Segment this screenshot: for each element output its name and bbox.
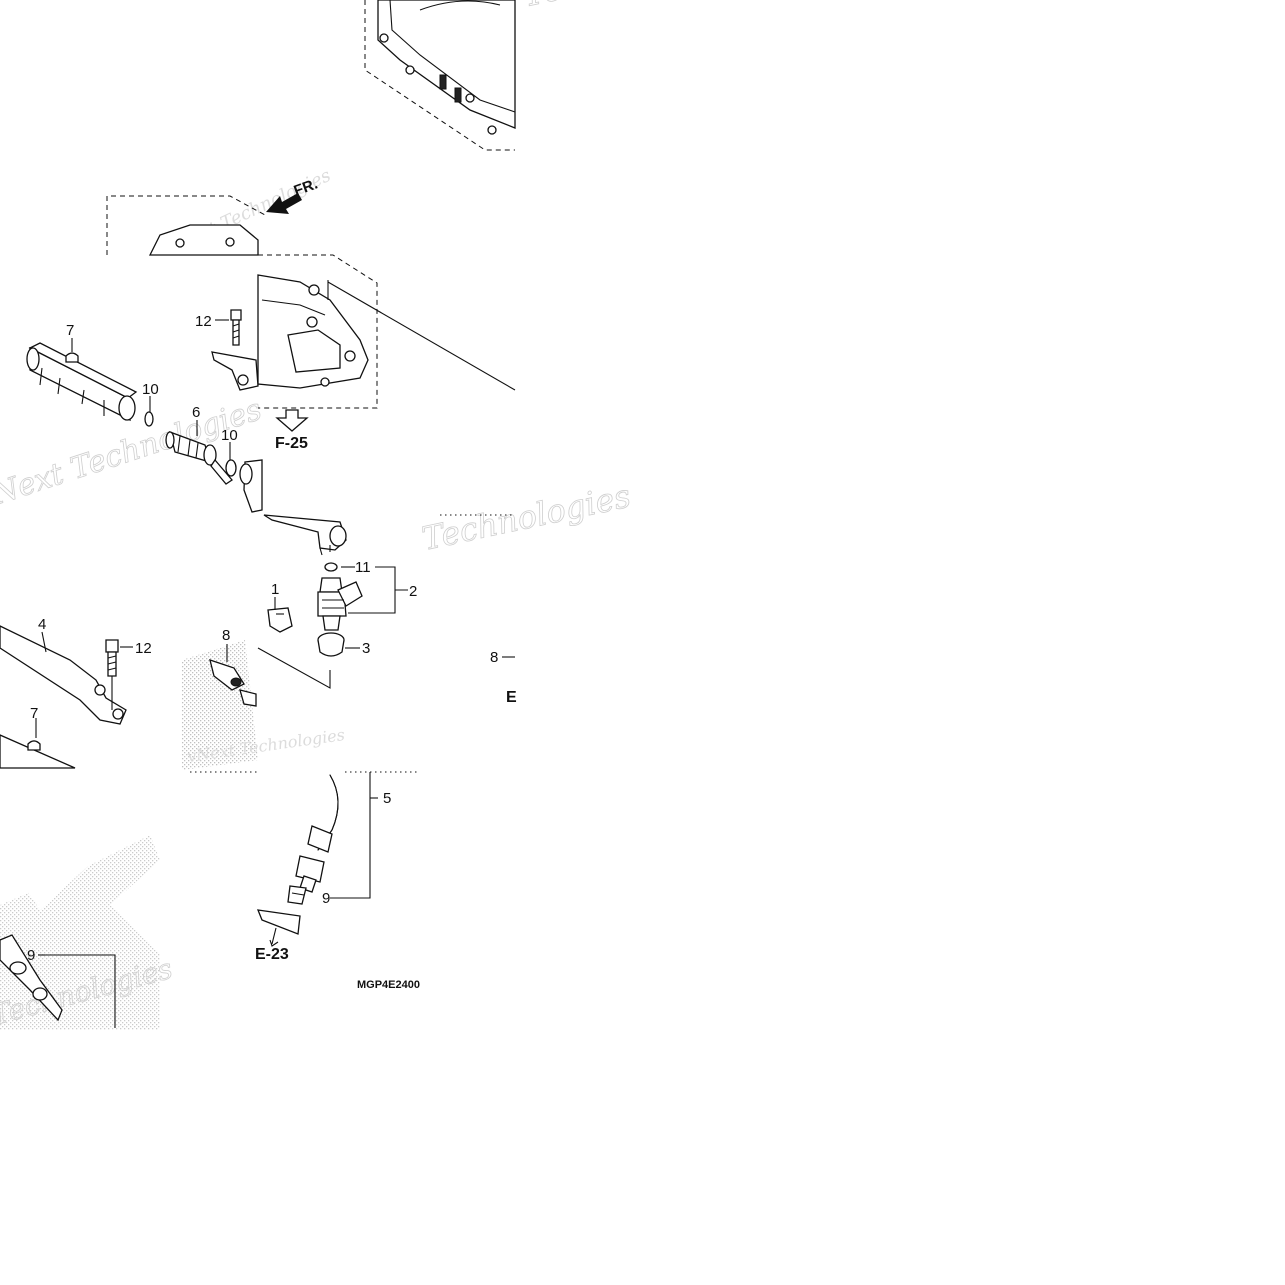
pressure-regulator [165, 430, 233, 485]
fuel-rail-upper [26, 342, 138, 422]
leader-lines [35, 319, 515, 738]
callout-9-left: 9 [27, 947, 35, 964]
bolt-12-lower [105, 639, 119, 710]
bolt-12-upper [230, 309, 242, 346]
reference-e23-label: E-23 [255, 946, 289, 963]
callout-3: 3 [362, 640, 370, 657]
bracket-9-lower [45, 954, 116, 1028]
callout-7-upper: 7 [66, 322, 74, 339]
callout-1: 1 [271, 581, 279, 598]
fuel-rail-bracket-4 [0, 625, 127, 725]
watermark-right: Technologies [419, 477, 634, 558]
connector-cap-9 [287, 885, 307, 905]
callout-8-middle: 8 [222, 627, 230, 644]
reference-f25: F-25 [275, 409, 309, 452]
diagram-code: MGP4E2400 [357, 979, 420, 991]
o-ring-10-upper [144, 411, 154, 427]
callout-12-lower: 12 [135, 640, 152, 657]
callout-8-right: 8 [490, 649, 498, 666]
sub-harness-5 [295, 774, 339, 893]
callout-10-lower: 10 [221, 427, 238, 444]
intake-manifold [106, 195, 516, 409]
harness-clamp [256, 909, 301, 947]
callout-2: 2 [409, 583, 417, 600]
connector-8 [209, 659, 257, 707]
reference-f25-label: F-25 [275, 435, 308, 452]
injector-fuel-rail-fragment [263, 514, 347, 556]
callout-labels: 7 12 10 6 10 11 2 1 3 4 12 8 8 7 5 9 9 [27, 313, 498, 964]
bracket-5-9 [330, 772, 371, 899]
callout-10-upper: 10 [142, 381, 159, 398]
callout-5: 5 [383, 790, 391, 807]
fuel-rail-lower [0, 734, 76, 769]
callout-6: 6 [192, 404, 200, 421]
intake-housing-top [364, 0, 516, 151]
clip-1 [267, 607, 293, 633]
callout-9-right: 9 [322, 890, 330, 907]
fuel-rail-bracket [211, 351, 259, 391]
seal-ring-11 [324, 562, 338, 572]
callout-7-lower: 7 [30, 705, 38, 722]
callout-11: 11 [355, 559, 371, 576]
callout-4: 4 [38, 616, 46, 633]
callout-12-upper: 12 [195, 313, 212, 330]
down-arrow-icon [275, 409, 309, 432]
injector-insulator-3 [317, 632, 345, 657]
fuel-injector [317, 577, 363, 631]
o-ring-10-lower [225, 459, 237, 477]
lower-left-harness [0, 934, 116, 1028]
front-arrow-icon [266, 193, 302, 214]
throttle-body-stub [239, 459, 263, 513]
injector-leader-line [257, 647, 331, 689]
reference-e-partial-label: E [506, 689, 517, 706]
